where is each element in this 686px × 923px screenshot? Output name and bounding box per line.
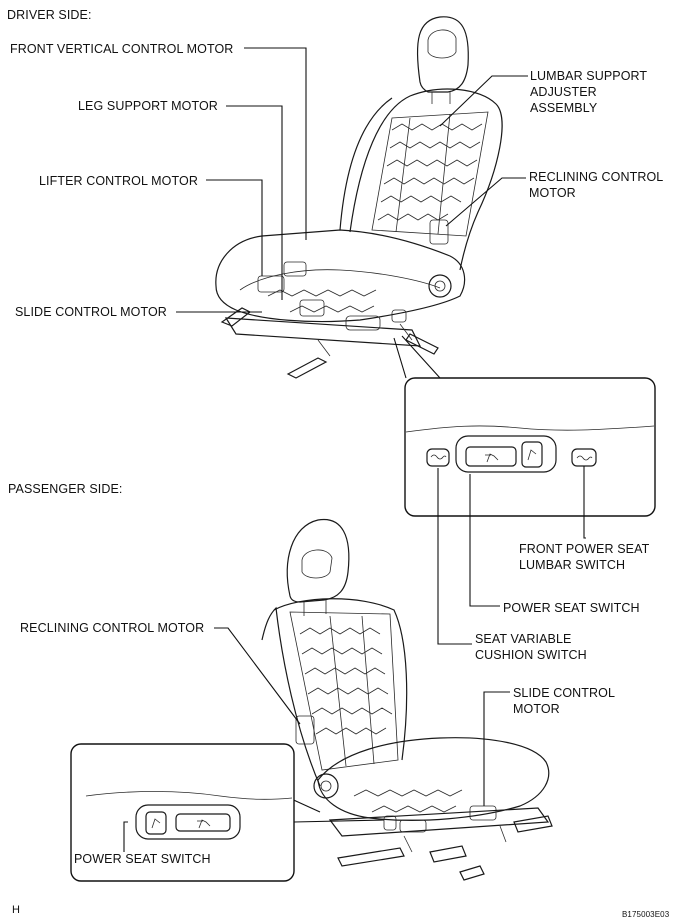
passenger-seat-illustration xyxy=(261,518,553,881)
figure-id: B175003E03 xyxy=(622,910,670,919)
label-lumbar-support-adjuster-assembly: LUMBAR SUPPORT ADJUSTER ASSEMBLY xyxy=(530,69,648,115)
label-slide-control-motor: SLIDE CONTROL MOTOR xyxy=(15,305,167,319)
driver-seat-illustration xyxy=(215,16,503,379)
label-front-vertical-control-motor: FRONT VERTICAL CONTROL MOTOR xyxy=(10,42,234,56)
passenger-side-title: PASSENGER SIDE: xyxy=(8,482,123,496)
footer-left-mark: H xyxy=(12,904,21,916)
label-slide-control-motor-passenger: SLIDE CONTROL MOTOR xyxy=(513,686,616,716)
label-front-power-seat-lumbar-switch: FRONT POWER SEAT LUMBAR SWITCH xyxy=(519,542,650,572)
driver-side-title: DRIVER SIDE: xyxy=(7,8,92,22)
label-reclining-control-motor-driver: RECLINING CONTROL MOTOR xyxy=(529,170,664,200)
driver-leader-lines xyxy=(176,47,528,313)
label-lifter-control-motor: LIFTER CONTROL MOTOR xyxy=(39,174,198,188)
driver-switch-inset xyxy=(393,335,656,645)
label-seat-variable-cushion-switch: SEAT VARIABLE CUSHION SWITCH xyxy=(475,632,587,662)
label-reclining-control-motor-passenger: RECLINING CONTROL MOTOR xyxy=(20,621,205,635)
passenger-switch-inset xyxy=(70,743,385,882)
label-power-seat-switch-passenger: POWER SEAT SWITCH xyxy=(74,852,211,866)
label-leg-support-motor: LEG SUPPORT MOTOR xyxy=(78,99,218,113)
passenger-leader-lines xyxy=(214,627,510,806)
label-power-seat-switch-driver: POWER SEAT SWITCH xyxy=(503,601,640,615)
